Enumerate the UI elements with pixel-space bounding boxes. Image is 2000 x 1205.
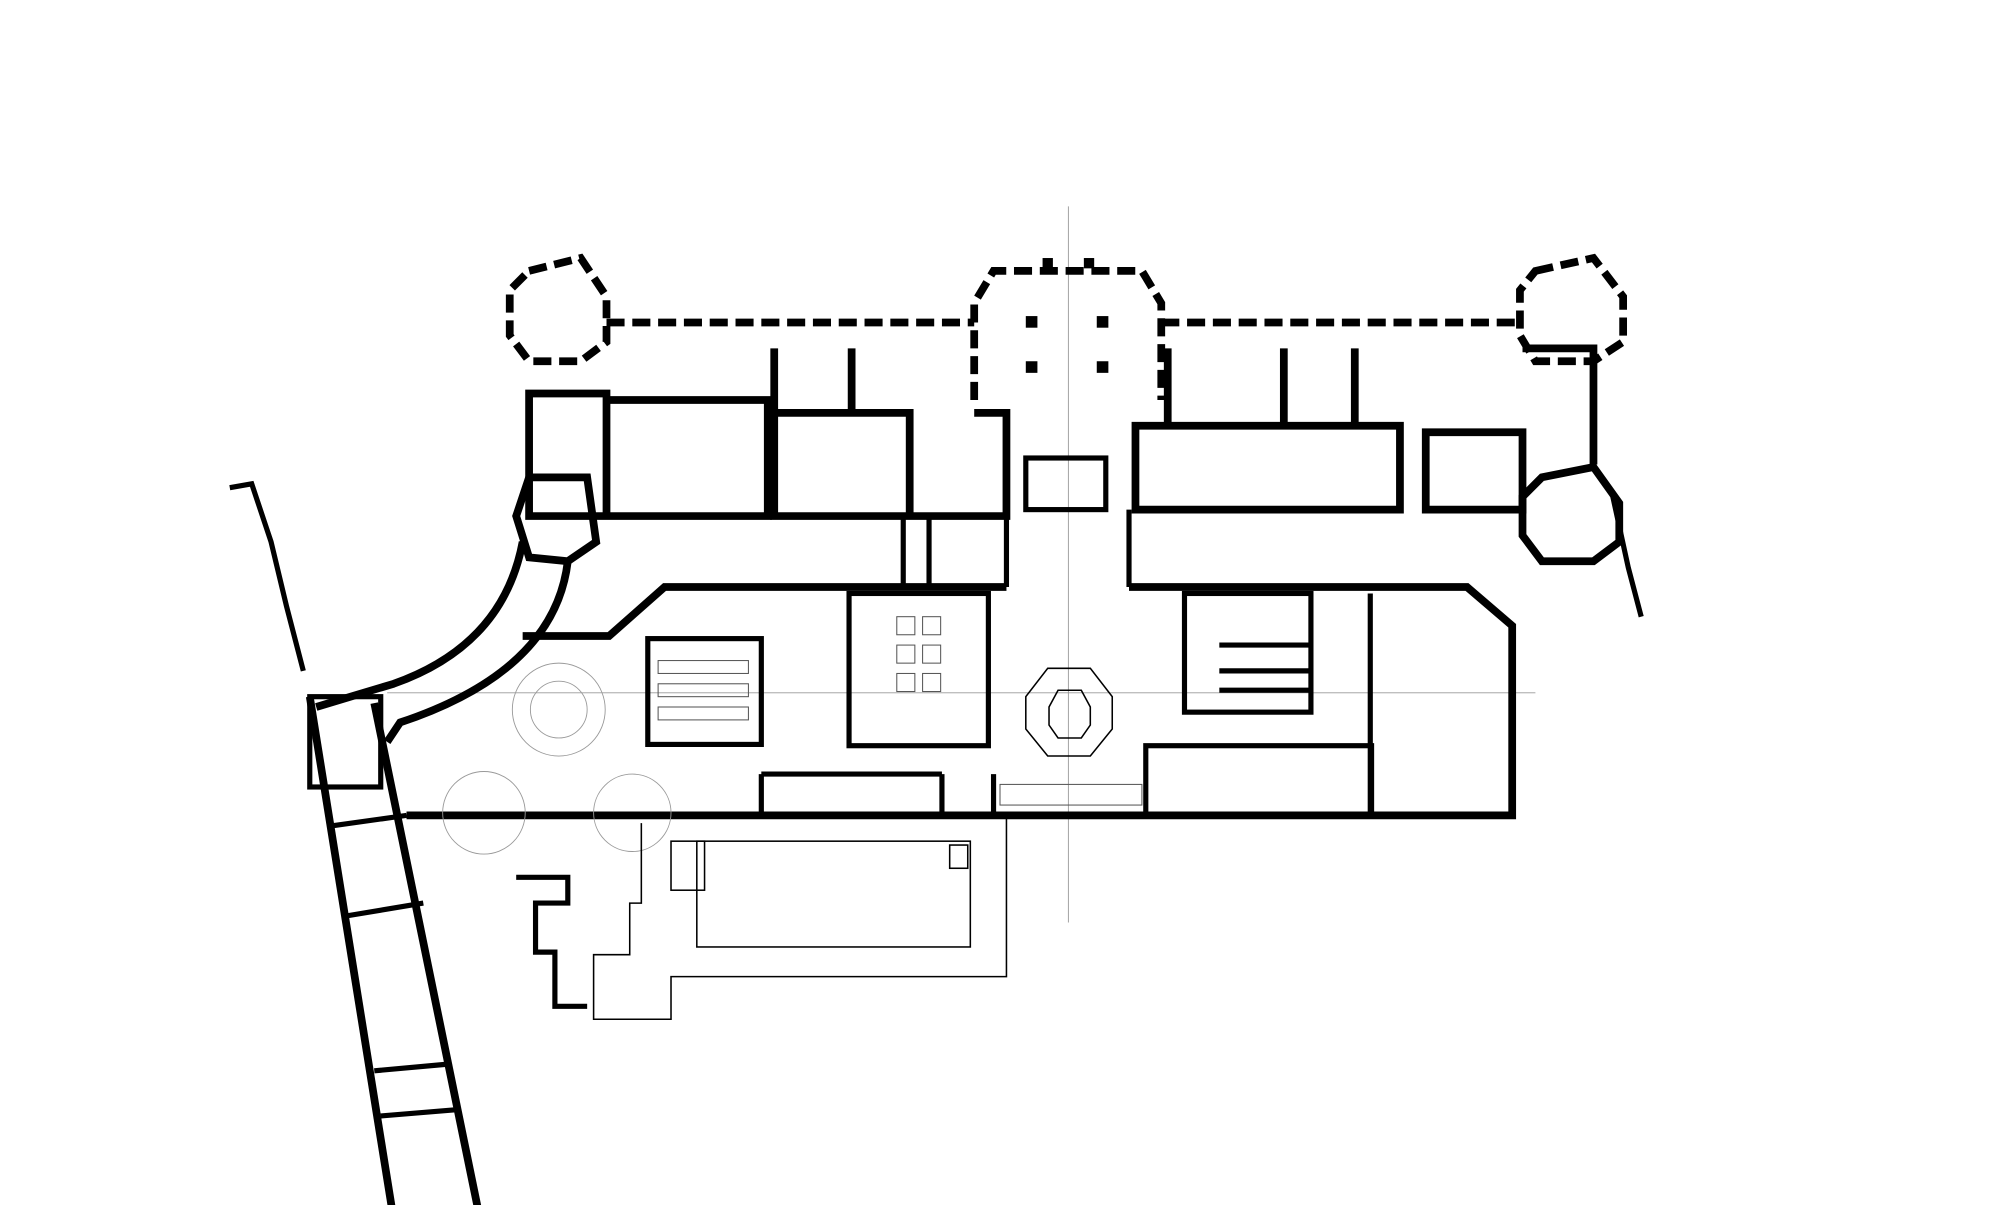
- curved-passage-inner: [383, 560, 572, 744]
- central-court-room: [1023, 455, 1109, 513]
- service-room: [758, 771, 997, 816]
- kiosk: [670, 840, 706, 891]
- display-case: [896, 672, 916, 693]
- diagonal-wing-rooms: [332, 812, 459, 1119]
- table: [657, 660, 749, 674]
- main-hall-outline: [406, 583, 1517, 820]
- restroom-partitions: [1219, 642, 1310, 693]
- east-center-rooms: [1131, 348, 1404, 514]
- west-center-rooms: [770, 348, 1011, 520]
- display-case: [896, 616, 916, 636]
- entry-block: [307, 694, 384, 790]
- reading-room: [696, 840, 972, 948]
- display-case: [922, 644, 942, 664]
- bench-row: [999, 783, 1143, 806]
- round-display: [511, 662, 606, 757]
- octagon-core: [1048, 689, 1092, 739]
- table: [657, 683, 749, 698]
- round-display: [529, 680, 588, 739]
- lower-annex-outline: [592, 815, 1008, 1020]
- pillar: [1042, 258, 1053, 269]
- east-wing-rooms: [1421, 344, 1598, 514]
- curved-passage-outer: [315, 541, 527, 711]
- seating-rows: [657, 616, 1143, 806]
- central-corridor: [900, 509, 1132, 588]
- pillar: [1025, 316, 1038, 328]
- palace-north-wing: [505, 253, 1644, 618]
- west-wing-rooms: [525, 389, 772, 520]
- pillar: [1096, 316, 1109, 328]
- small-stair-block: [516, 874, 588, 1009]
- southeast-tower: [1518, 462, 1624, 566]
- cafe-room: [1143, 743, 1375, 818]
- diagonal-wing-inner: [370, 702, 482, 1205]
- southeast-tower-wall: [1610, 496, 1644, 618]
- garden-wall: [229, 480, 306, 672]
- display-case: [922, 672, 942, 693]
- display-case: [896, 644, 916, 664]
- octagonal-pavilion: [1025, 667, 1114, 757]
- round-display: [593, 773, 672, 852]
- lecture-room: [645, 636, 764, 747]
- pillar: [1083, 258, 1095, 269]
- exhibition-room: [846, 590, 991, 749]
- diagonal-wing-outer: [305, 696, 396, 1205]
- kiosk: [948, 844, 969, 870]
- pillar: [1025, 361, 1038, 373]
- round-display: [442, 771, 526, 855]
- central-pavilion: [970, 267, 1166, 400]
- west-tower: [505, 253, 611, 366]
- main-hall-interior: [442, 590, 1375, 855]
- pillar: [1096, 361, 1109, 373]
- display-case: [922, 616, 942, 636]
- table: [657, 706, 749, 721]
- restroom-block: [1181, 590, 1314, 715]
